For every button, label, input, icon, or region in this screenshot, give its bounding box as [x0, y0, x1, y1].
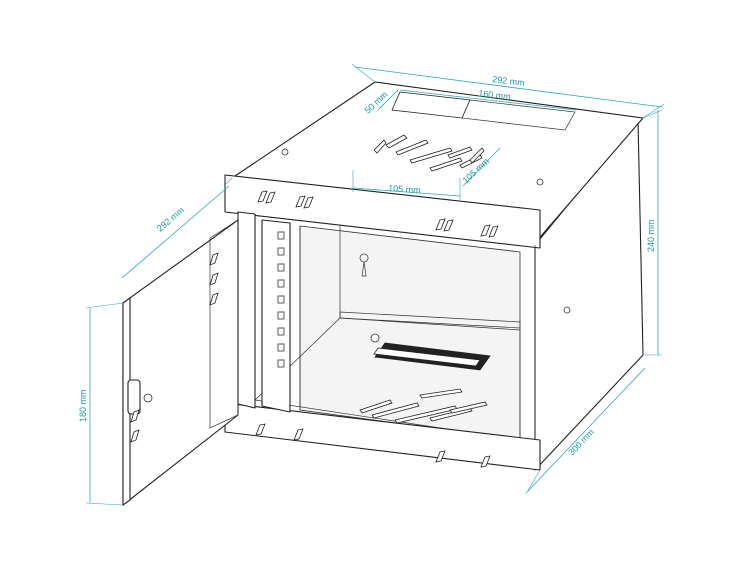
interior-floor [254, 317, 521, 441]
floor-vent [359, 388, 488, 424]
dim-vent-width: 105 mm [388, 183, 421, 195]
dim-door-height: 180 mm [78, 389, 88, 422]
left-front-edge [237, 211, 256, 409]
screw [563, 306, 571, 314]
dim-height: 240 mm [646, 219, 656, 252]
keyhole [359, 253, 369, 277]
door-edge [122, 297, 131, 506]
dim-width-top: 292 mm [492, 74, 525, 88]
screw [370, 333, 380, 343]
front-band-slots [255, 190, 499, 468]
screw [536, 178, 544, 186]
back-rail [339, 311, 521, 329]
top-vent [373, 134, 485, 172]
door-handle [127, 379, 141, 415]
rack-holes [277, 231, 285, 368]
open-door [122, 219, 239, 506]
front-top-band [224, 174, 541, 249]
dim-depth-side: 292 mm [155, 205, 186, 234]
dimension-lines [85, 63, 665, 506]
left-rack-post [261, 219, 291, 413]
screw [281, 148, 289, 156]
dim-inner-width: 160 mm [478, 88, 511, 102]
cabinet-body [224, 81, 644, 471]
